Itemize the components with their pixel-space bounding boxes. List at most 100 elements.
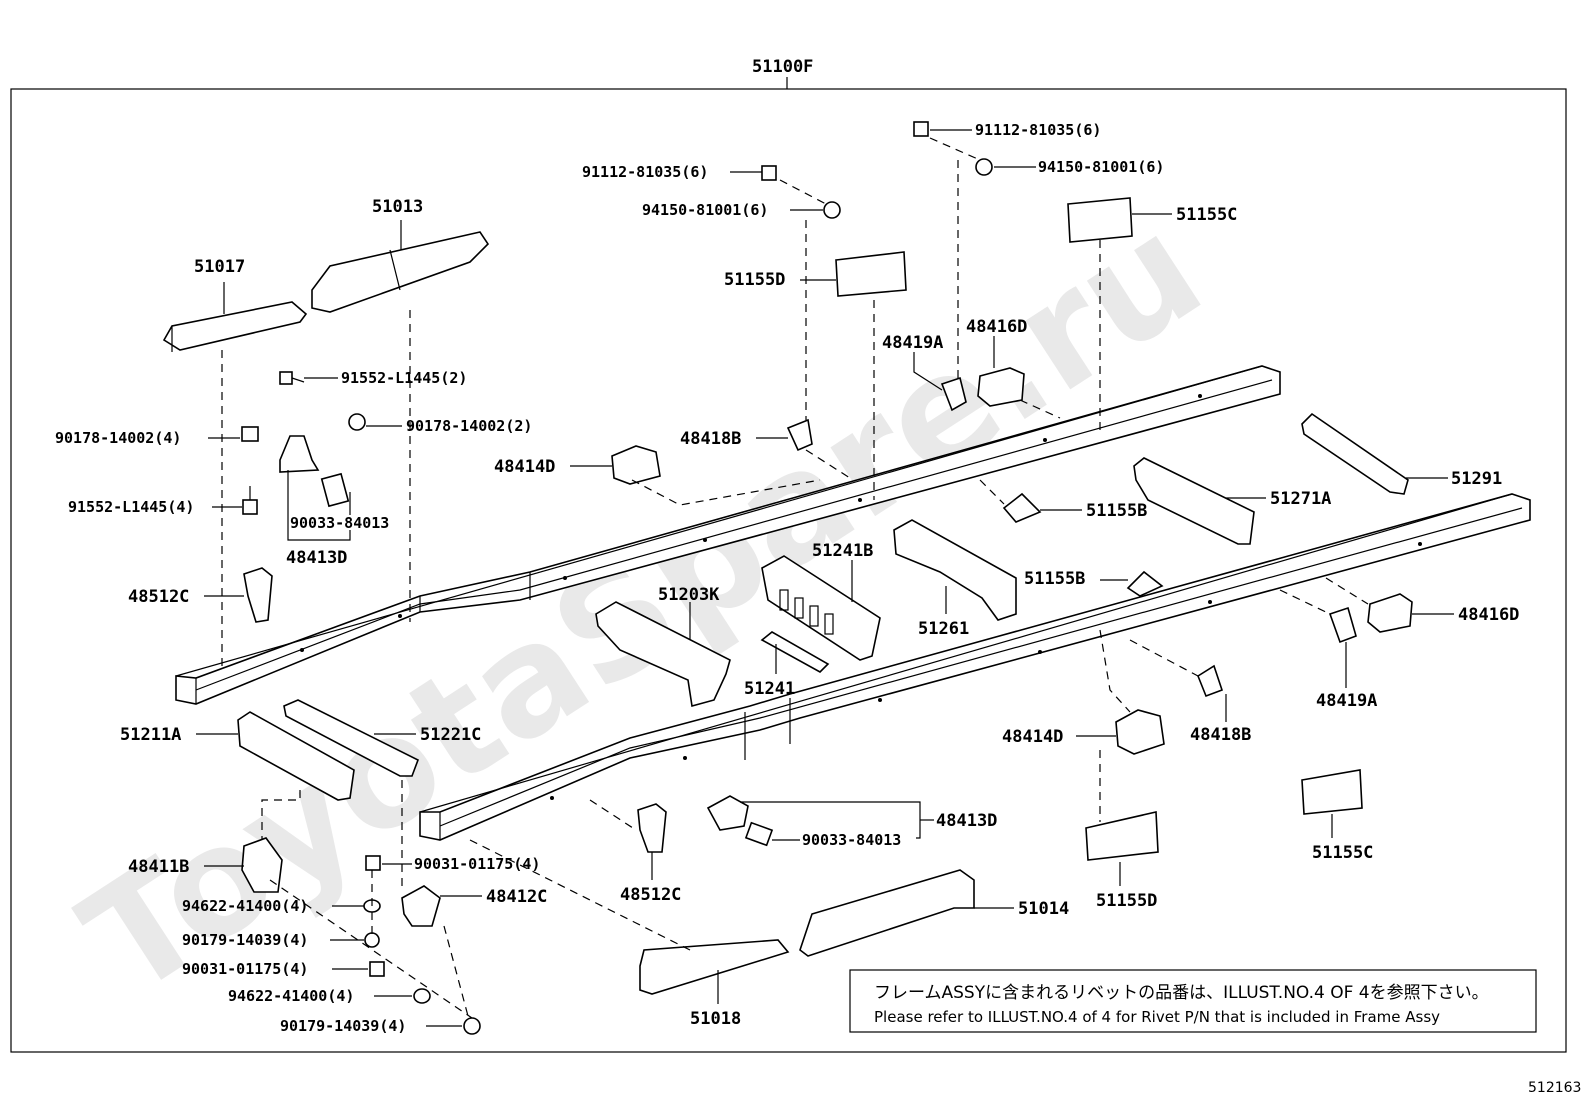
nut-90178-4[interactable]	[241, 426, 259, 442]
label-94150-right: 94150-81001(6)	[1038, 158, 1164, 176]
label-48418B-left: 48418B	[680, 429, 741, 449]
label-51241: 51241	[744, 679, 795, 699]
nut-90178-2[interactable]	[348, 413, 366, 431]
plate-51155C-top[interactable]	[1067, 197, 1133, 243]
nut-90179-a[interactable]	[364, 932, 380, 948]
part-51271A[interactable]	[1133, 457, 1255, 545]
assembly-label: 51100F	[752, 57, 813, 77]
part-51221C[interactable]	[283, 699, 420, 777]
label-51155B-top: 51155B	[1086, 501, 1147, 521]
bracket-48418B-left[interactable]	[786, 418, 813, 452]
bracket-48414D-left[interactable]	[611, 445, 661, 485]
bracket-48414D-right[interactable]	[1115, 709, 1165, 755]
label-51013: 51013	[372, 197, 423, 217]
label-90178-2: 90178-14002(2)	[406, 417, 532, 435]
label-51018: 51018	[690, 1009, 741, 1029]
label-51271A: 51271A	[1270, 489, 1331, 509]
bracket-48418B-right[interactable]	[1197, 664, 1224, 698]
bracket-48413D-right[interactable]	[706, 795, 749, 831]
part-51014[interactable]	[799, 869, 975, 957]
nut-94150-left[interactable]	[823, 201, 841, 219]
bracket-48419A-right[interactable]	[1328, 606, 1357, 644]
part-51018[interactable]	[639, 939, 790, 995]
bolt-91112-left[interactable]	[761, 165, 777, 181]
label-48416D-top: 48416D	[966, 317, 1027, 337]
label-51203K: 51203K	[658, 585, 720, 605]
label-51221C: 51221C	[420, 725, 481, 745]
bracket-48419A-top[interactable]	[940, 376, 967, 412]
bracket-48416D-right[interactable]	[1367, 593, 1413, 633]
frame-rail-right	[419, 493, 1531, 841]
bracket-51155B-mid[interactable]	[1126, 570, 1164, 597]
label-51241B: 51241B	[812, 541, 873, 561]
label-90031-b: 90031-01175(4)	[182, 960, 308, 978]
diagram-id: 512163	[1528, 1080, 1581, 1096]
label-48412C: 48412C	[486, 887, 547, 907]
bushing-90033-right[interactable]	[744, 821, 774, 847]
label-90033-right: 90033-84013	[802, 831, 901, 849]
nut-94150-right[interactable]	[975, 158, 993, 176]
plate-51155D-bottom[interactable]	[1085, 811, 1159, 861]
label-48413D-left: 48413D	[286, 548, 347, 568]
label-94622-a: 94622-41400(4)	[182, 897, 308, 915]
rail-holes	[300, 394, 1422, 800]
label-91552-2: 91552-L1445(2)	[341, 369, 467, 387]
diagram-border	[10, 88, 1567, 1053]
plate-51155C-bottom[interactable]	[1301, 769, 1363, 815]
plate-51155D-top[interactable]	[835, 251, 907, 297]
label-51014: 51014	[1018, 899, 1069, 919]
bolt-91112-right[interactable]	[913, 121, 929, 137]
bracket-48412C[interactable]	[401, 885, 441, 927]
bolt-90031-b[interactable]	[369, 961, 385, 977]
nut-90179-b[interactable]	[463, 1017, 481, 1035]
label-51155C-bottom: 51155C	[1312, 843, 1373, 863]
bracket-48512C-left[interactable]	[243, 567, 273, 623]
washer-94622-b[interactable]	[413, 988, 431, 1004]
part-51211A[interactable]	[237, 711, 355, 801]
bracket-48416D-top[interactable]	[977, 367, 1025, 407]
bracket-48413D-left[interactable]	[279, 435, 320, 473]
label-91552-4: 91552-L1445(4)	[68, 498, 194, 516]
part-51013[interactable]	[311, 231, 490, 313]
part-51241[interactable]	[760, 631, 830, 673]
note-box	[849, 969, 1537, 1033]
label-48414D-right: 48414D	[1002, 727, 1063, 747]
label-48411B: 48411B	[128, 857, 189, 877]
part-51241B[interactable]	[761, 555, 881, 661]
label-48414D-left: 48414D	[494, 457, 555, 477]
label-51211A: 51211A	[120, 725, 181, 745]
label-51155D-top: 51155D	[724, 270, 785, 290]
label-91112-right: 91112-81035(6)	[975, 121, 1101, 139]
label-90031-a: 90031-01175(4)	[414, 855, 540, 873]
bolt-91552-4[interactable]	[242, 486, 258, 515]
label-48419A-right: 48419A	[1316, 691, 1377, 711]
label-90179-a: 90179-14039(4)	[182, 931, 308, 949]
part-51017[interactable]	[162, 301, 308, 352]
label-94150-left: 94150-81001(6)	[642, 201, 768, 219]
note-en: Please refer to ILLUST.NO.4 of 4 for Riv…	[874, 1008, 1440, 1026]
label-90178-4: 90178-14002(4)	[55, 429, 181, 447]
bushing-90033-left[interactable]	[320, 472, 350, 508]
label-51291: 51291	[1451, 469, 1502, 489]
label-51155D-bottom: 51155D	[1096, 891, 1157, 911]
note-jp: フレームASSYに含まれるリベットの品番は、ILLUST.NO.4 OF 4を参…	[874, 983, 1489, 1003]
label-51155B-mid: 51155B	[1024, 569, 1085, 589]
bolt-90031-a[interactable]	[365, 855, 381, 871]
label-51261: 51261	[918, 619, 969, 639]
label-48512C-left: 48512C	[128, 587, 189, 607]
bracket-48512C-right[interactable]	[637, 803, 667, 853]
label-48512C-right: 48512C	[620, 885, 681, 905]
part-51261[interactable]	[893, 519, 1017, 621]
part-51291[interactable]	[1301, 412, 1409, 495]
label-91112-left: 91112-81035(6)	[582, 163, 708, 181]
label-90033-left: 90033-84013	[290, 514, 389, 532]
bolt-91552-2[interactable]	[279, 371, 305, 385]
part-51203K[interactable]	[595, 601, 731, 708]
bracket-51155B-top[interactable]	[1002, 492, 1042, 523]
label-51155C-top: 51155C	[1176, 205, 1237, 225]
frame-rail-left	[175, 365, 1281, 705]
label-48419A-top: 48419A	[882, 333, 943, 353]
bracket-48411B[interactable]	[241, 837, 283, 893]
